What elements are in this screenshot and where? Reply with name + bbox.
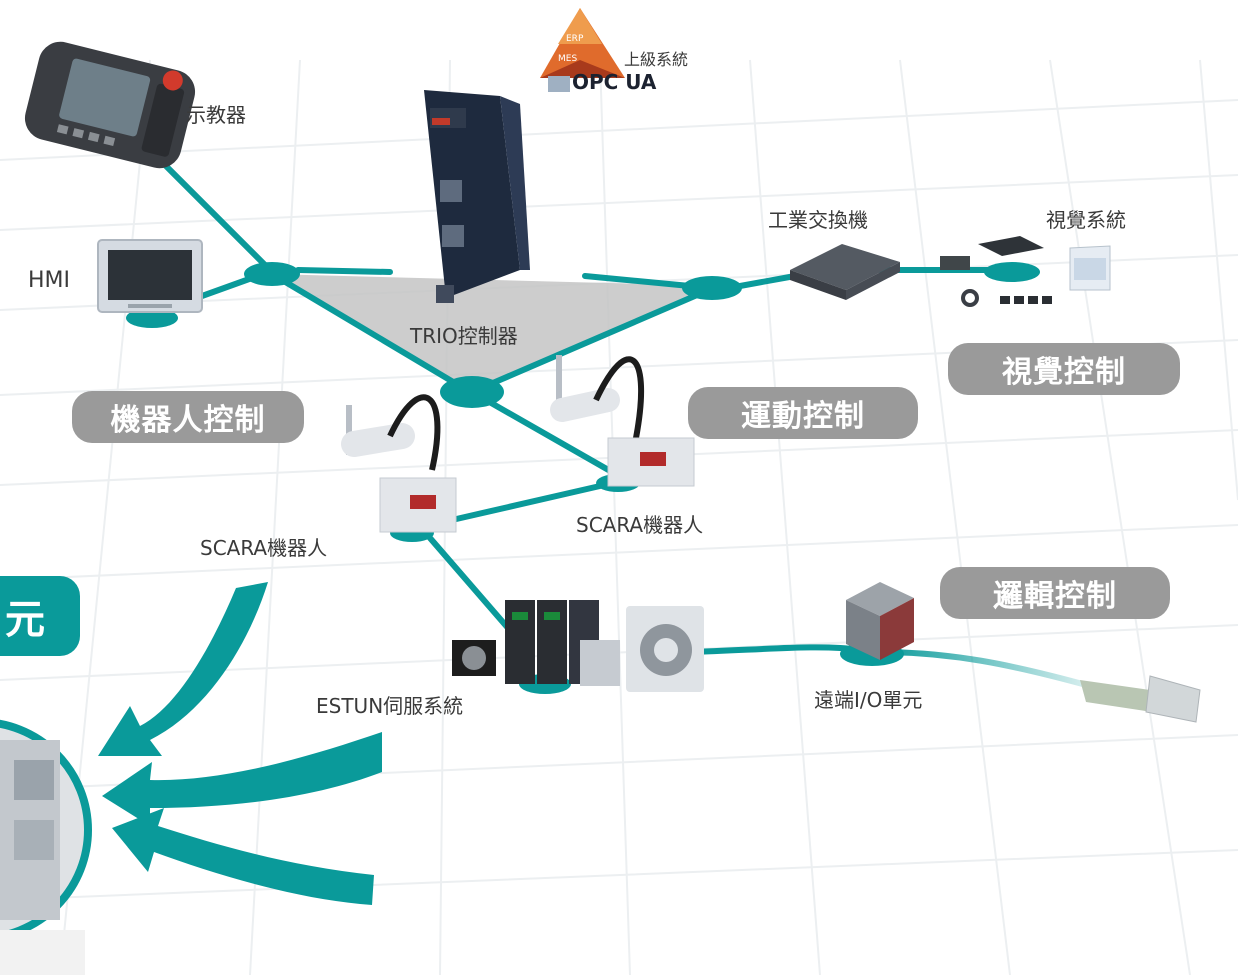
hmi-image: [97, 239, 203, 313]
robot-control-pill: 機器人控制: [72, 391, 304, 443]
node-switch: [682, 276, 742, 300]
estun-servo-image: [452, 600, 704, 692]
node-controller: [440, 376, 504, 408]
opc-ua-logo-text: OPC UA: [572, 70, 657, 94]
teach-pendant-image: [24, 41, 196, 169]
remote-io-image: [846, 582, 914, 660]
estun-servo-label: ESTUN伺服系統: [316, 694, 464, 718]
vision-system-label: 視覺系統: [1046, 208, 1126, 232]
erp-logo-text: ERP: [566, 34, 584, 44]
industrial-switch-label: 工業交換機: [768, 208, 868, 232]
machine-inset-image: [0, 719, 92, 975]
hmi-label: HMI: [28, 268, 71, 293]
curved-arrows: [98, 582, 382, 905]
network-line-remote-io: [879, 649, 1091, 689]
scara-robot-right-image: [550, 355, 695, 487]
vision-control-pill: 視覺控制: [948, 343, 1180, 395]
node-hmi-pendant: [244, 262, 300, 286]
trio-controller-label: TRIO控制器: [410, 324, 518, 348]
cut-off-pill: 元: [0, 576, 80, 656]
vision-system-image: [940, 236, 1111, 307]
logic-control-pill: 邏輯控制: [940, 567, 1170, 619]
scara-left-label: SCARA機器人: [200, 536, 328, 560]
upper-system-label: 上級系統: [624, 50, 689, 69]
mes-logo-text: MES: [558, 54, 578, 64]
arrow-top: [98, 582, 268, 756]
industrial-switch-image: [790, 244, 900, 300]
remote-io-label: 遠端I/O單元: [814, 688, 923, 712]
node-vision: [984, 262, 1040, 282]
arrow-middle: [102, 732, 382, 826]
arrow-bottom: [112, 808, 374, 905]
upper-system-logo: [540, 8, 625, 92]
scara-right-label: SCARA機器人: [576, 513, 704, 537]
trio-controller-image: [424, 90, 530, 303]
cable-connector-image: [1080, 675, 1201, 723]
motion-control-pill: 運動控制: [688, 387, 918, 439]
teach-pendant-label: 示教器: [186, 103, 246, 127]
controller-triangle: [270, 274, 718, 395]
scara-robot-left-image: [341, 394, 457, 533]
